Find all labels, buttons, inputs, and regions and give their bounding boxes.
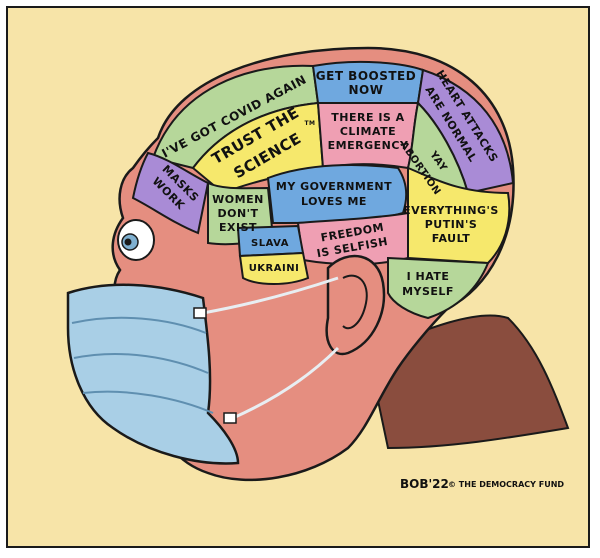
label-putin-1: EVERYTHING'S [403, 204, 499, 217]
label-women-1: WOMEN [212, 193, 264, 206]
region-hate-bg [387, 256, 490, 320]
label-trust-tm: TM [304, 120, 315, 127]
ear [325, 254, 386, 356]
cartoon-illustration: I'VE GOT COVID AGAIN GET BOOSTED NOW HEA… [66, 46, 570, 491]
region-govt-bg [266, 164, 408, 225]
label-climate-3: EMERGENCY [328, 139, 409, 152]
label-climate-2: CLIMATE [340, 125, 396, 138]
label-govt-1: MY GOVERNMENT [276, 180, 392, 193]
label-boosted-2: NOW [349, 83, 384, 97]
label-boosted-1: GET BOOSTED [316, 69, 416, 83]
mask-strap-bottom [232, 346, 340, 420]
mask-strap-top [202, 276, 339, 315]
label-govt-2: LOVES ME [301, 195, 367, 208]
ear-inner [342, 274, 368, 330]
copyright-credit: © THE DEMOCRACY FUND [448, 480, 564, 489]
label-climate-1: THERE IS A [331, 111, 404, 124]
label-putin-2: PUTIN'S [425, 218, 478, 231]
label-putin-3: FAULT [432, 232, 471, 245]
cartoon-frame: I'VE GOT COVID AGAIN GET BOOSTED NOW HEA… [6, 6, 590, 548]
label-women-2: DON'T [217, 207, 258, 220]
region-putin-bg [407, 166, 511, 265]
strap-clip-top [193, 307, 207, 319]
label-women-3: EXIST [219, 221, 257, 234]
label-slava: SLAVA [251, 238, 289, 249]
label-ukraini: UKRAINI [249, 263, 300, 274]
neck-shadow [366, 314, 570, 450]
region-masks-bg [131, 151, 210, 235]
label-hate-2: MYSELF [402, 285, 454, 298]
strap-clip-bottom [223, 412, 237, 424]
mask-pleat-2 [73, 353, 209, 374]
artist-signature: BOB'22 [400, 477, 449, 491]
pupil-core [124, 238, 132, 246]
mask-pleat-1 [71, 316, 207, 334]
label-hate-1: I HATE [407, 270, 450, 283]
region-ukraini-bg [238, 251, 310, 285]
mask-pleat-3 [82, 390, 214, 414]
